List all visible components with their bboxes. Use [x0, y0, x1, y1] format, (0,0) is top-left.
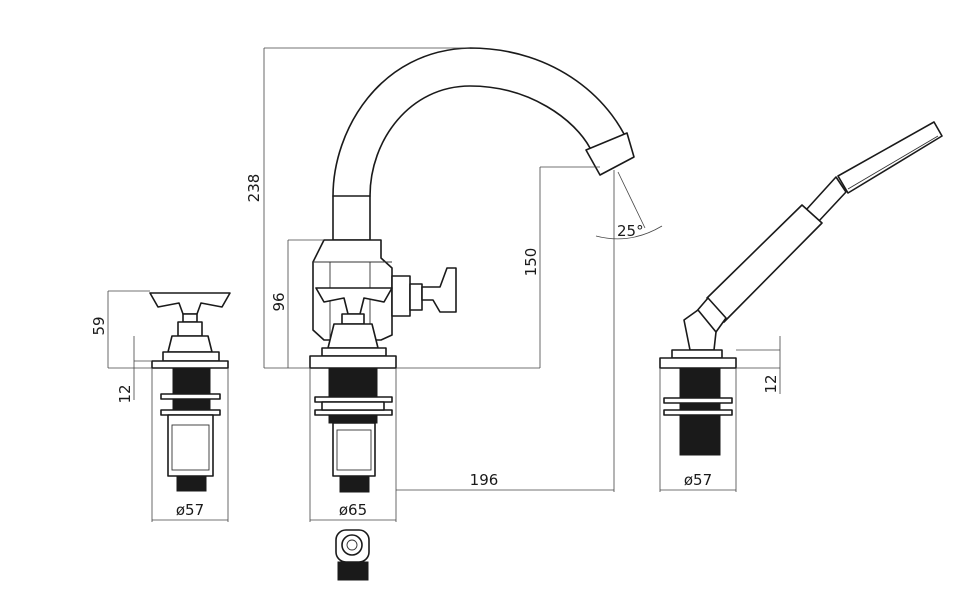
dim-label-59: 59	[90, 316, 108, 335]
dim-label-150: 150	[522, 248, 540, 277]
right-base-flange	[659, 357, 737, 369]
center-spout-assembly	[309, 47, 635, 493]
dimension-lines	[107, 47, 781, 522]
dim-label-238: 238	[245, 174, 263, 203]
dim-label-left-diameter: ø57	[176, 501, 204, 519]
spout-nozzle	[585, 132, 635, 176]
hand-shower-assembly	[659, 121, 943, 456]
dim-label-25-degrees: 25°	[617, 222, 644, 240]
left-valve	[149, 292, 231, 492]
dim-label-12-right: 12	[762, 374, 780, 393]
dim-label-right-diameter: ø57	[684, 471, 712, 489]
shower-head	[837, 121, 943, 194]
dim-label-center-diameter: ø65	[339, 501, 367, 519]
dim-label-96: 96	[270, 292, 288, 311]
dim-label-12-left: 12	[116, 384, 134, 403]
connector-fitting	[335, 529, 370, 581]
dimension-labels: 238 96 150 59 12 12 25° 196 ø57 ø65 ø57	[90, 174, 780, 519]
center-base-flange	[309, 355, 397, 369]
left-cross-handle	[149, 292, 231, 315]
side-diverter-lever	[421, 267, 457, 313]
dim-label-196: 196	[470, 471, 499, 489]
gooseneck-spout	[332, 47, 634, 197]
left-base-flange	[151, 360, 229, 369]
